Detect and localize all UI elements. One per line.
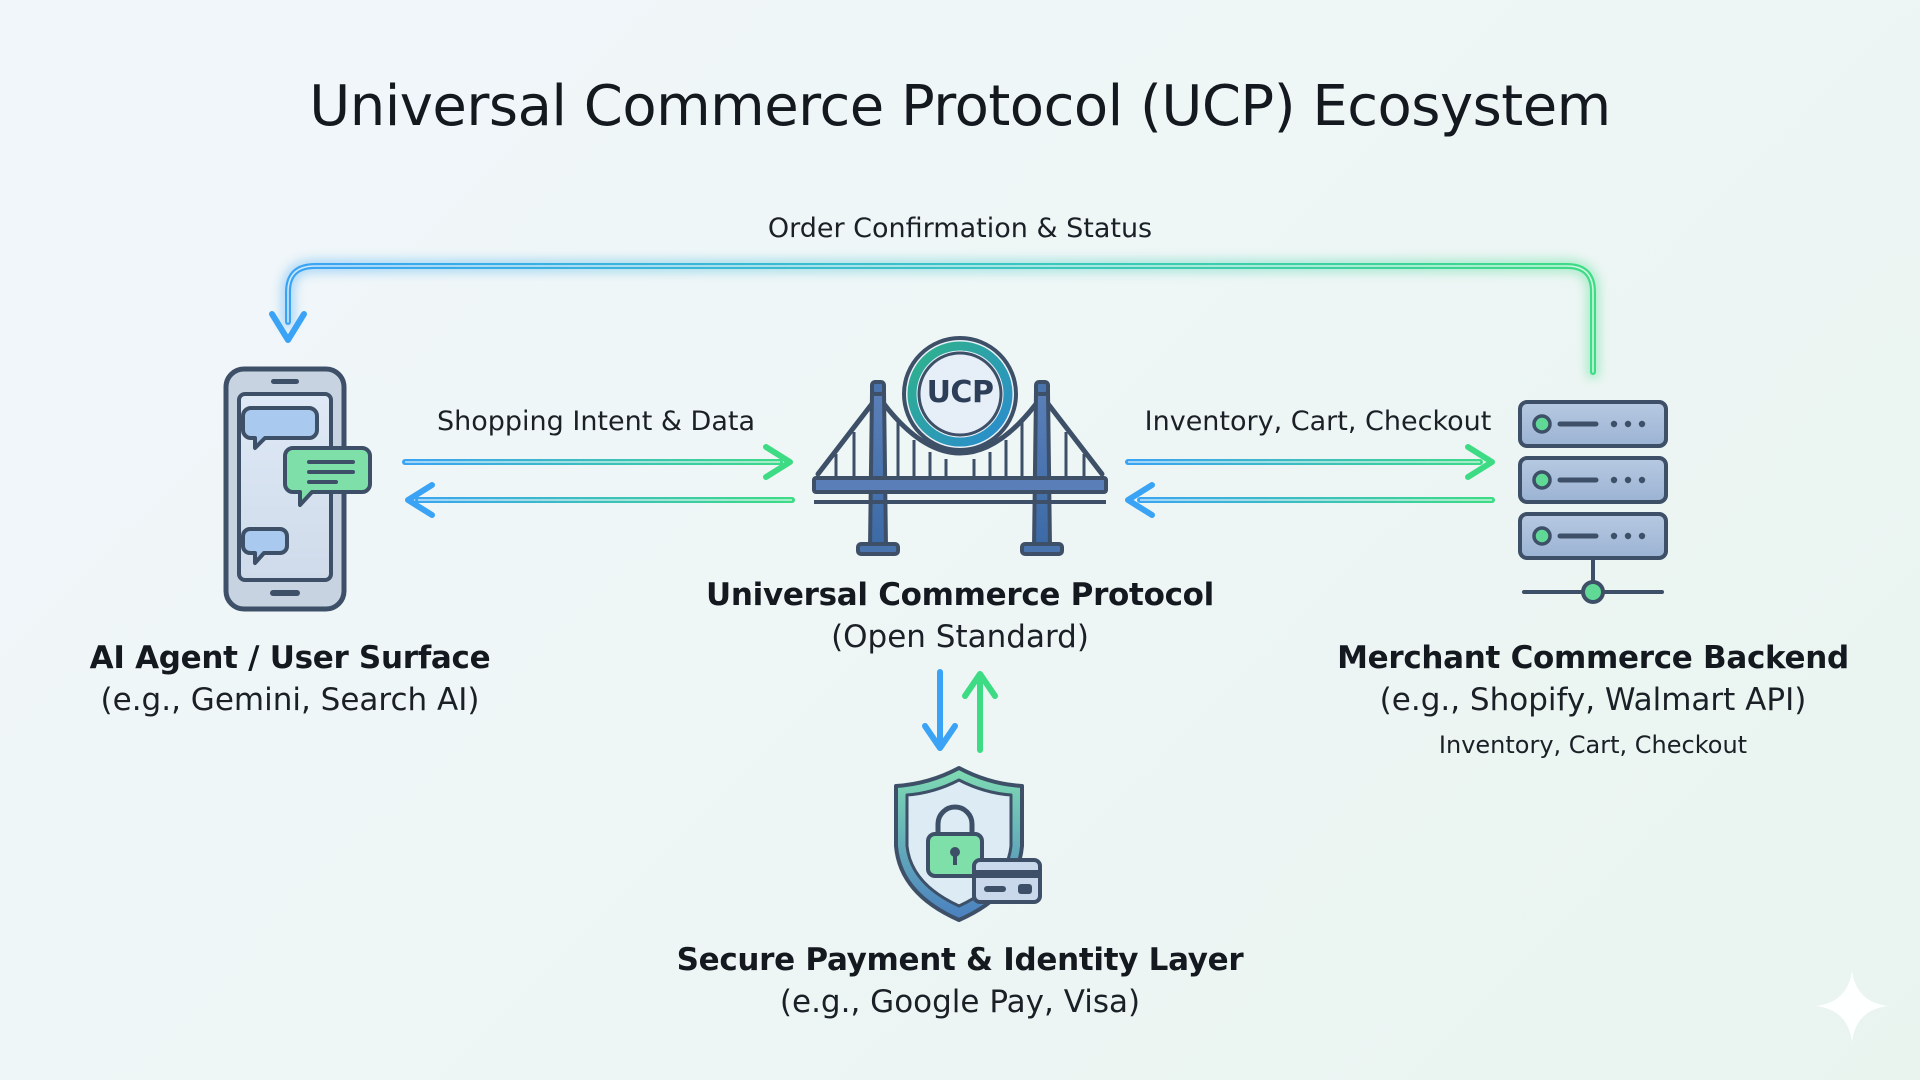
arrow-left-icon — [1125, 482, 1155, 518]
sparkle-icon — [1816, 970, 1888, 1042]
merchant-node-note: Inventory, Cart, Checkout — [1438, 731, 1748, 759]
suspension-bridge-icon — [812, 336, 1108, 556]
agent-node-title: AI Agent / User Surface — [89, 640, 491, 676]
arrow-right-icon — [763, 444, 793, 480]
arrow-up-icon — [962, 671, 998, 699]
merchant-node-subtitle: (e.g., Shopify, Walmart API) — [1379, 682, 1807, 718]
agent-ucp-arrows — [402, 444, 795, 518]
page-title: Universal Commerce Protocol (UCP) Ecosys… — [309, 74, 1611, 139]
arrow-left-icon — [405, 482, 435, 518]
arrow-down-icon — [269, 311, 307, 343]
ucp-merchant-arrows — [1125, 444, 1495, 518]
shopping-intent-label: Shopping Intent & Data — [436, 406, 756, 437]
inventory-cart-label: Inventory, Cart, Checkout — [1144, 406, 1492, 437]
server-stack-icon — [1518, 400, 1668, 604]
ucp-payment-arrows — [922, 669, 998, 753]
smartphone-chat-icon — [223, 366, 372, 612]
agent-node-subtitle: (e.g., Gemini, Search AI) — [100, 682, 480, 718]
ucp-badge-label: UCP — [926, 375, 994, 410]
payment-node-title: Secure Payment & Identity Layer — [676, 942, 1244, 978]
merchant-node-title: Merchant Commerce Backend — [1337, 640, 1849, 676]
order-confirmation-label: Order Confirmation & Status — [767, 213, 1153, 244]
shield-lock-card-icon — [894, 766, 1042, 922]
protocol-node-title: Universal Commerce Protocol — [706, 577, 1214, 613]
order-confirmation-loop — [269, 259, 1600, 379]
arrow-down-icon — [922, 723, 958, 751]
protocol-node-subtitle: (Open Standard) — [831, 619, 1089, 655]
payment-node-subtitle: (e.g., Google Pay, Visa) — [779, 984, 1141, 1020]
arrow-right-icon — [1465, 444, 1495, 480]
